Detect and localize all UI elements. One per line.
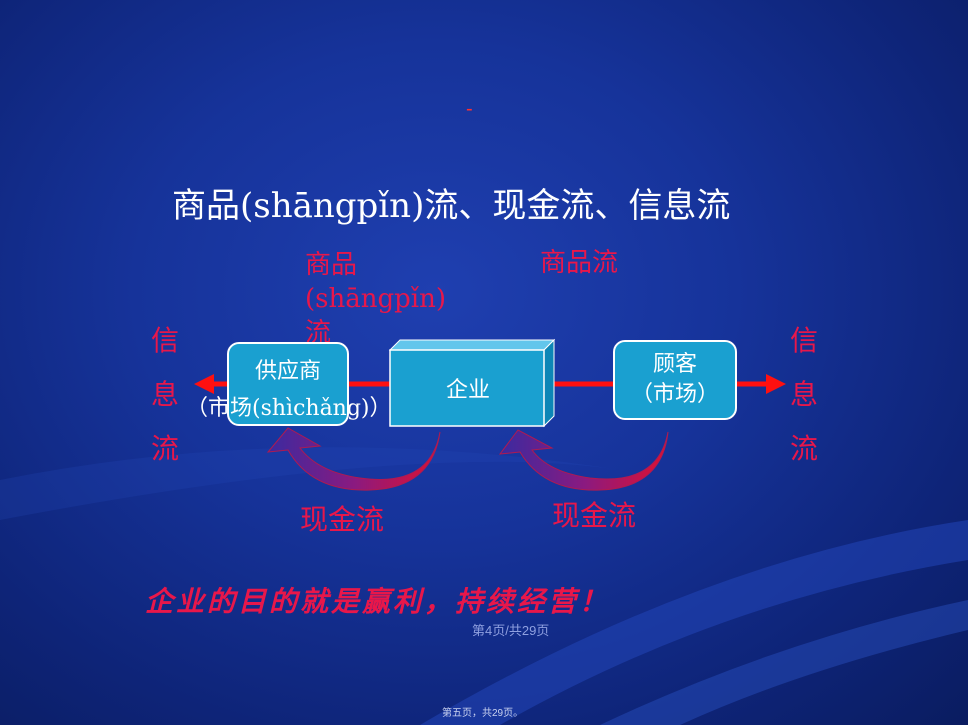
info-flow-right-char: 息: [789, 378, 818, 411]
company-label: 企业: [445, 378, 490, 403]
page-indicator: 第4页/共29页: [472, 623, 550, 638]
supplier-market-label: （市场(shìchǎng)）: [186, 396, 392, 421]
info-flow-right-char: 信: [789, 324, 818, 357]
cash-flow-right-label: 现金流: [552, 499, 637, 532]
goods-flow-right-label: 商品流: [540, 248, 619, 278]
cash-flow-left-arrow: [266, 427, 441, 491]
company-box-front: [389, 349, 545, 427]
info-flow-arrow-left-head: [194, 374, 214, 394]
supplier-label: 供应商: [254, 359, 321, 384]
info-flow-right-label: 信 息 流: [787, 314, 821, 476]
info-flow-left-char: 流: [150, 432, 179, 465]
info-flow-left-label: 信 息 流: [148, 314, 182, 476]
slogan: 企业的目的就是赢利，持续经营！: [145, 585, 611, 618]
customer-market-label: （市场）: [630, 382, 719, 407]
cash-flow-right-arrow: [498, 429, 669, 491]
customer-label: 顾客: [652, 352, 697, 377]
info-flow-left-char: 息: [150, 378, 179, 411]
info-flow-arrow-right-head: [766, 374, 786, 394]
customer-box: 顾客 （市场）: [613, 340, 737, 420]
info-flow-right-char: 流: [789, 432, 818, 465]
company-box-side: [543, 338, 555, 428]
cash-flow-left-label: 现金流: [300, 503, 385, 536]
supplier-box: 供应商: [227, 342, 349, 426]
company-box-top: [388, 339, 556, 351]
slide-title: 商品(shāngpǐn)流、现金流、信息流: [172, 186, 731, 226]
title-dash: -: [466, 98, 473, 120]
info-flow-left-char: 信: [150, 324, 179, 357]
footer-page-text: 第五页，共29页。: [442, 708, 524, 719]
